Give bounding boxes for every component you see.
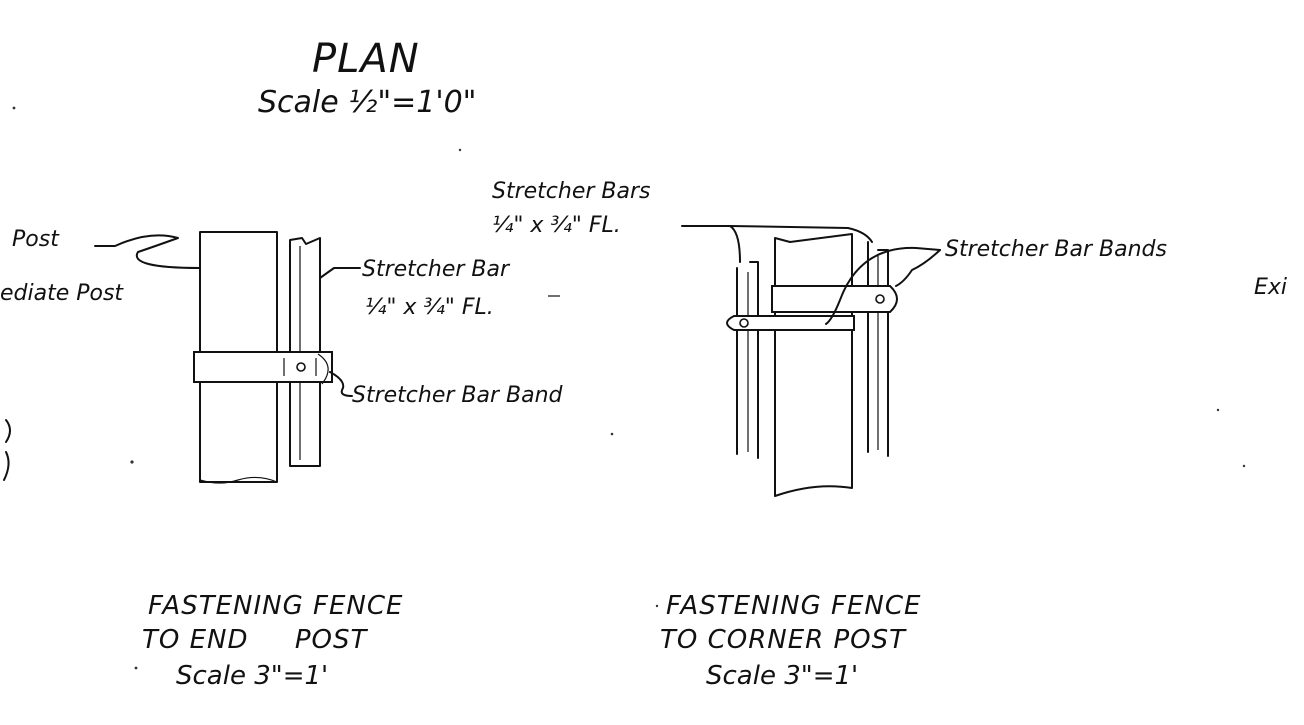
corner-post bbox=[774, 233, 853, 497]
plan-title: PLAN bbox=[312, 36, 420, 82]
stretcher-bar-bands-label: Stretcher Bar Bands bbox=[945, 237, 1167, 262]
end-post-detail: Post ediate Post Stretcher Bar ¼" x ¾" F… bbox=[0, 227, 564, 484]
post-label: Post bbox=[12, 227, 60, 252]
stretcher-bar-band-label: Stretcher Bar Band bbox=[352, 383, 564, 408]
end-post-caption: FASTENING FENCE TO END POST Scale 3"=1' bbox=[142, 591, 403, 691]
end-stretcher-bar bbox=[289, 237, 321, 467]
existing-label-cut: Exi bbox=[1254, 275, 1287, 300]
end-band-hole bbox=[296, 362, 306, 372]
corner-upper-band-hole bbox=[875, 294, 885, 304]
corner-post-detail: Stretcher Bars ¼" x ¾" FL. Stretcher Bar… bbox=[492, 179, 1287, 497]
corner-upper-band bbox=[771, 285, 898, 313]
corner-lower-band-hole bbox=[739, 318, 749, 328]
stretcher-bar-size-label: ¼" x ¾" FL. bbox=[365, 295, 494, 320]
corner-caption-line1: FASTENING FENCE bbox=[666, 591, 921, 621]
scan-artifacts bbox=[3, 106, 1246, 670]
stretcher-bars-leader bbox=[681, 225, 741, 263]
stretcher-bars-label: Stretcher Bars bbox=[492, 179, 651, 204]
plan-scale: Scale ½"=1'0" bbox=[258, 85, 476, 120]
post-leader bbox=[94, 234, 201, 269]
stretcher-bar-label: Stretcher Bar bbox=[362, 257, 511, 282]
corner-post-caption: FASTENING FENCE TO CORNER POST Scale 3"=… bbox=[660, 591, 921, 691]
end-stretcher-bar-band bbox=[193, 351, 333, 383]
end-caption-scale: Scale 3"=1' bbox=[176, 661, 328, 691]
end-caption-line2: TO END POST bbox=[142, 625, 368, 655]
corner-left-stretcher-bar bbox=[736, 261, 759, 459]
intermediate-post-label: ediate Post bbox=[0, 281, 124, 306]
band-leader bbox=[329, 371, 353, 397]
stretcher-bar-leader bbox=[319, 267, 361, 279]
corner-lower-band bbox=[726, 315, 855, 331]
stretcher-bars-size-label: ¼" x ¾" FL. bbox=[492, 213, 621, 238]
corner-caption-scale: Scale 3"=1' bbox=[706, 661, 858, 691]
corner-right-stretcher-bar bbox=[867, 241, 889, 457]
bands-leader bbox=[825, 246, 941, 325]
corner-caption-line2: TO CORNER POST bbox=[660, 625, 907, 655]
end-caption-line1: FASTENING FENCE bbox=[148, 591, 403, 621]
